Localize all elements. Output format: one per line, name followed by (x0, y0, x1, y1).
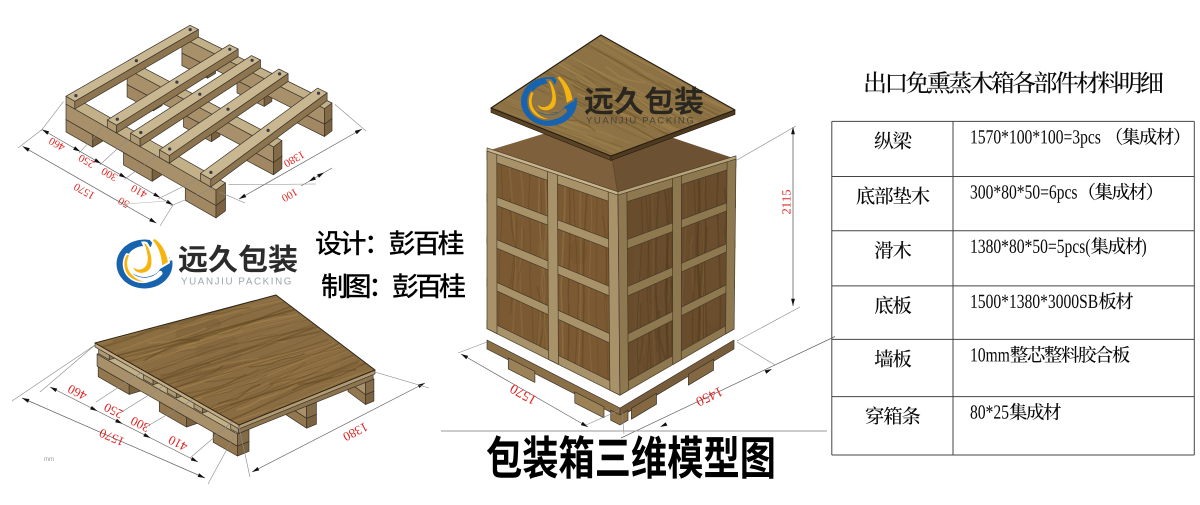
svg-text:mm: mm (44, 457, 54, 463)
svg-text:YUANJIU PACKING: YUANJIU PACKING (586, 116, 695, 127)
svg-text:YUANJIU PACKING: YUANJIU PACKING (181, 277, 293, 288)
